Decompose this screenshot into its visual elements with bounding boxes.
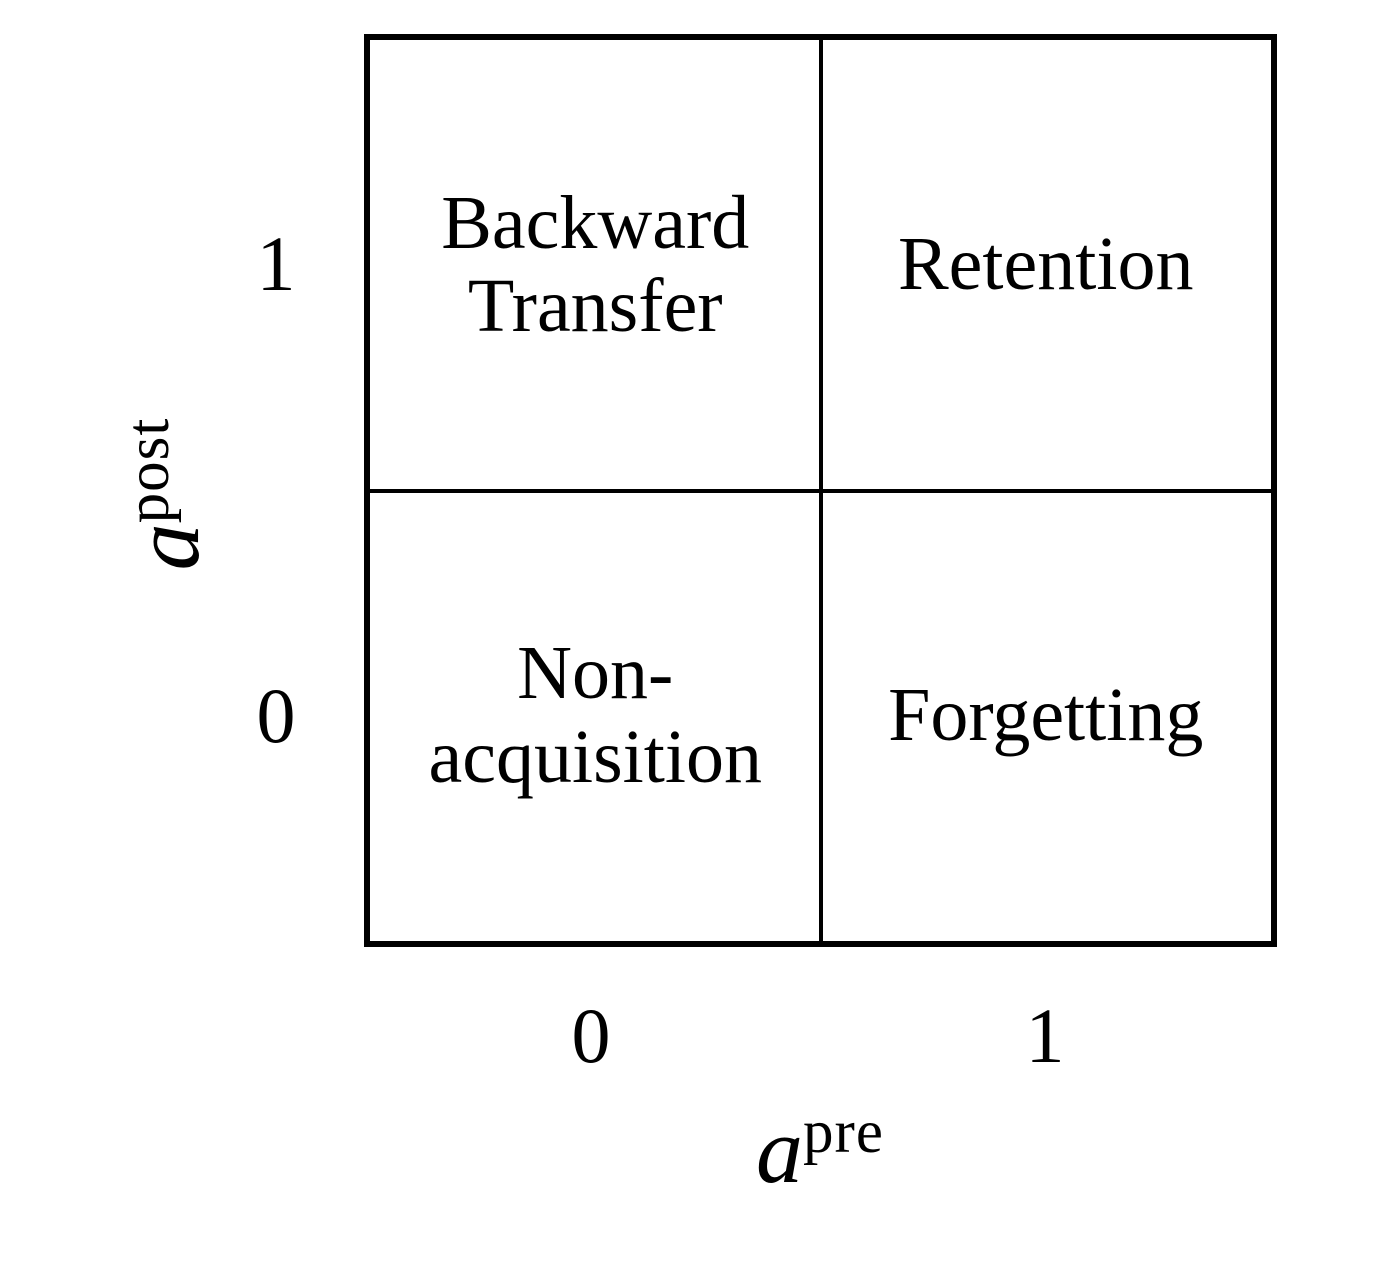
quadrant-label-line: Forgetting (888, 672, 1204, 757)
x-tick-0: 0 (571, 992, 611, 1079)
x-tick-1: 1 (1025, 992, 1065, 1079)
x-axis-label: apre (756, 1102, 884, 1198)
quadrant-label-line: Retention (897, 222, 1194, 307)
x-axis-label-base: a (756, 1099, 804, 1203)
y-axis-label-base: a (115, 523, 219, 571)
quadrant-non-acquisition: Non- acquisition (370, 491, 821, 942)
quadrant-label-line: Non- (517, 631, 674, 716)
quadrant-box: Backward Transfer Retention Non- acquisi… (364, 34, 1277, 947)
grid-horizontal-divider (370, 488, 1271, 493)
y-axis-label: apost (115, 417, 219, 571)
y-tick-1: 1 (256, 220, 296, 307)
quadrant-label-line: Transfer (467, 264, 723, 349)
quadrant-grid: Backward Transfer Retention Non- acquisi… (370, 40, 1271, 941)
quadrant-retention: Retention (821, 40, 1272, 491)
quadrant-label-line: Backward (441, 180, 750, 265)
y-axis-label-superscript: post (115, 417, 182, 524)
quadrant-label-line: acquisition (428, 714, 762, 799)
quadrant-backward-transfer: Backward Transfer (370, 40, 821, 491)
quadrant-forgetting: Forgetting (821, 491, 1272, 942)
y-tick-0: 0 (256, 672, 296, 759)
x-axis-label-superscript: pre (803, 1099, 884, 1166)
